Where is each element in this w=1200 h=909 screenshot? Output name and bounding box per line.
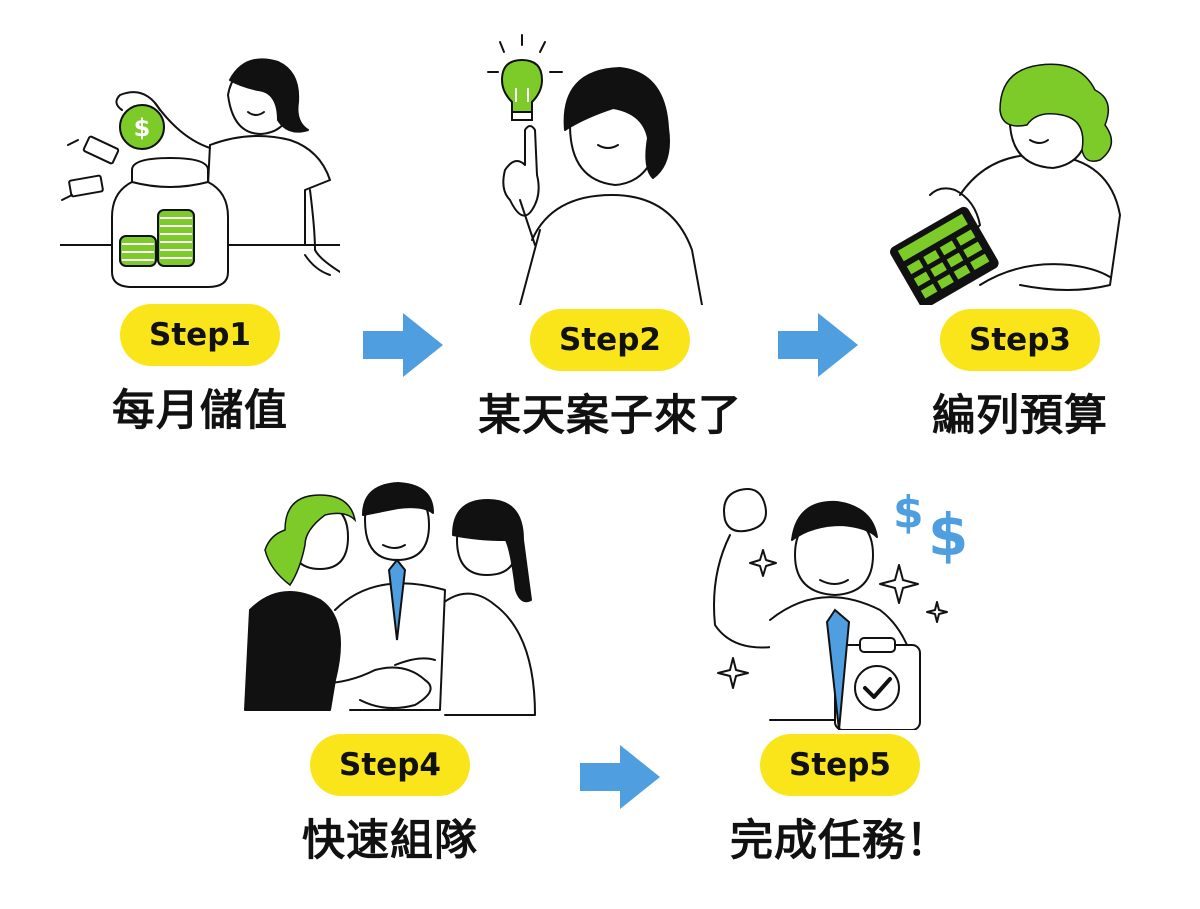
success-celebration-illustration: $ $ <box>713 487 968 730</box>
step-caption: 每月儲值 <box>112 386 288 436</box>
svg-text:$: $ <box>134 114 151 142</box>
step-caption: 某天案子來了 <box>478 391 742 441</box>
saving-jar-illustration: $ <box>60 58 340 288</box>
arrow-right-icon <box>363 313 443 377</box>
arrow-right-icon <box>778 313 858 377</box>
step-3: Step3 編列預算 <box>880 55 1160 443</box>
svg-text:$: $ <box>893 487 924 538</box>
step-5: $ $ Step5 完成任務！ <box>700 480 980 868</box>
step-4: Step4 快速組隊 <box>244 480 536 868</box>
svg-text:$: $ <box>928 501 968 569</box>
step-badge: Step2 <box>530 309 690 371</box>
step-caption: 快速組隊 <box>302 816 478 866</box>
arrow-right-icon <box>580 745 660 809</box>
idea-lightbulb-illustration <box>487 34 703 305</box>
step-1: $ Step1 每月儲值 <box>60 50 340 438</box>
team-handshake-illustration <box>244 482 536 716</box>
step-2: Step2 某天案子來了 <box>470 30 750 443</box>
step-badge: Step3 <box>940 309 1100 371</box>
step-caption: 編列預算 <box>932 391 1108 441</box>
step-badge: Step5 <box>760 734 920 796</box>
step-caption: 完成任務！ <box>730 816 950 866</box>
step-badge: Step1 <box>120 304 280 366</box>
step-badge: Step4 <box>310 734 470 796</box>
calculator-illustration <box>890 63 1121 305</box>
